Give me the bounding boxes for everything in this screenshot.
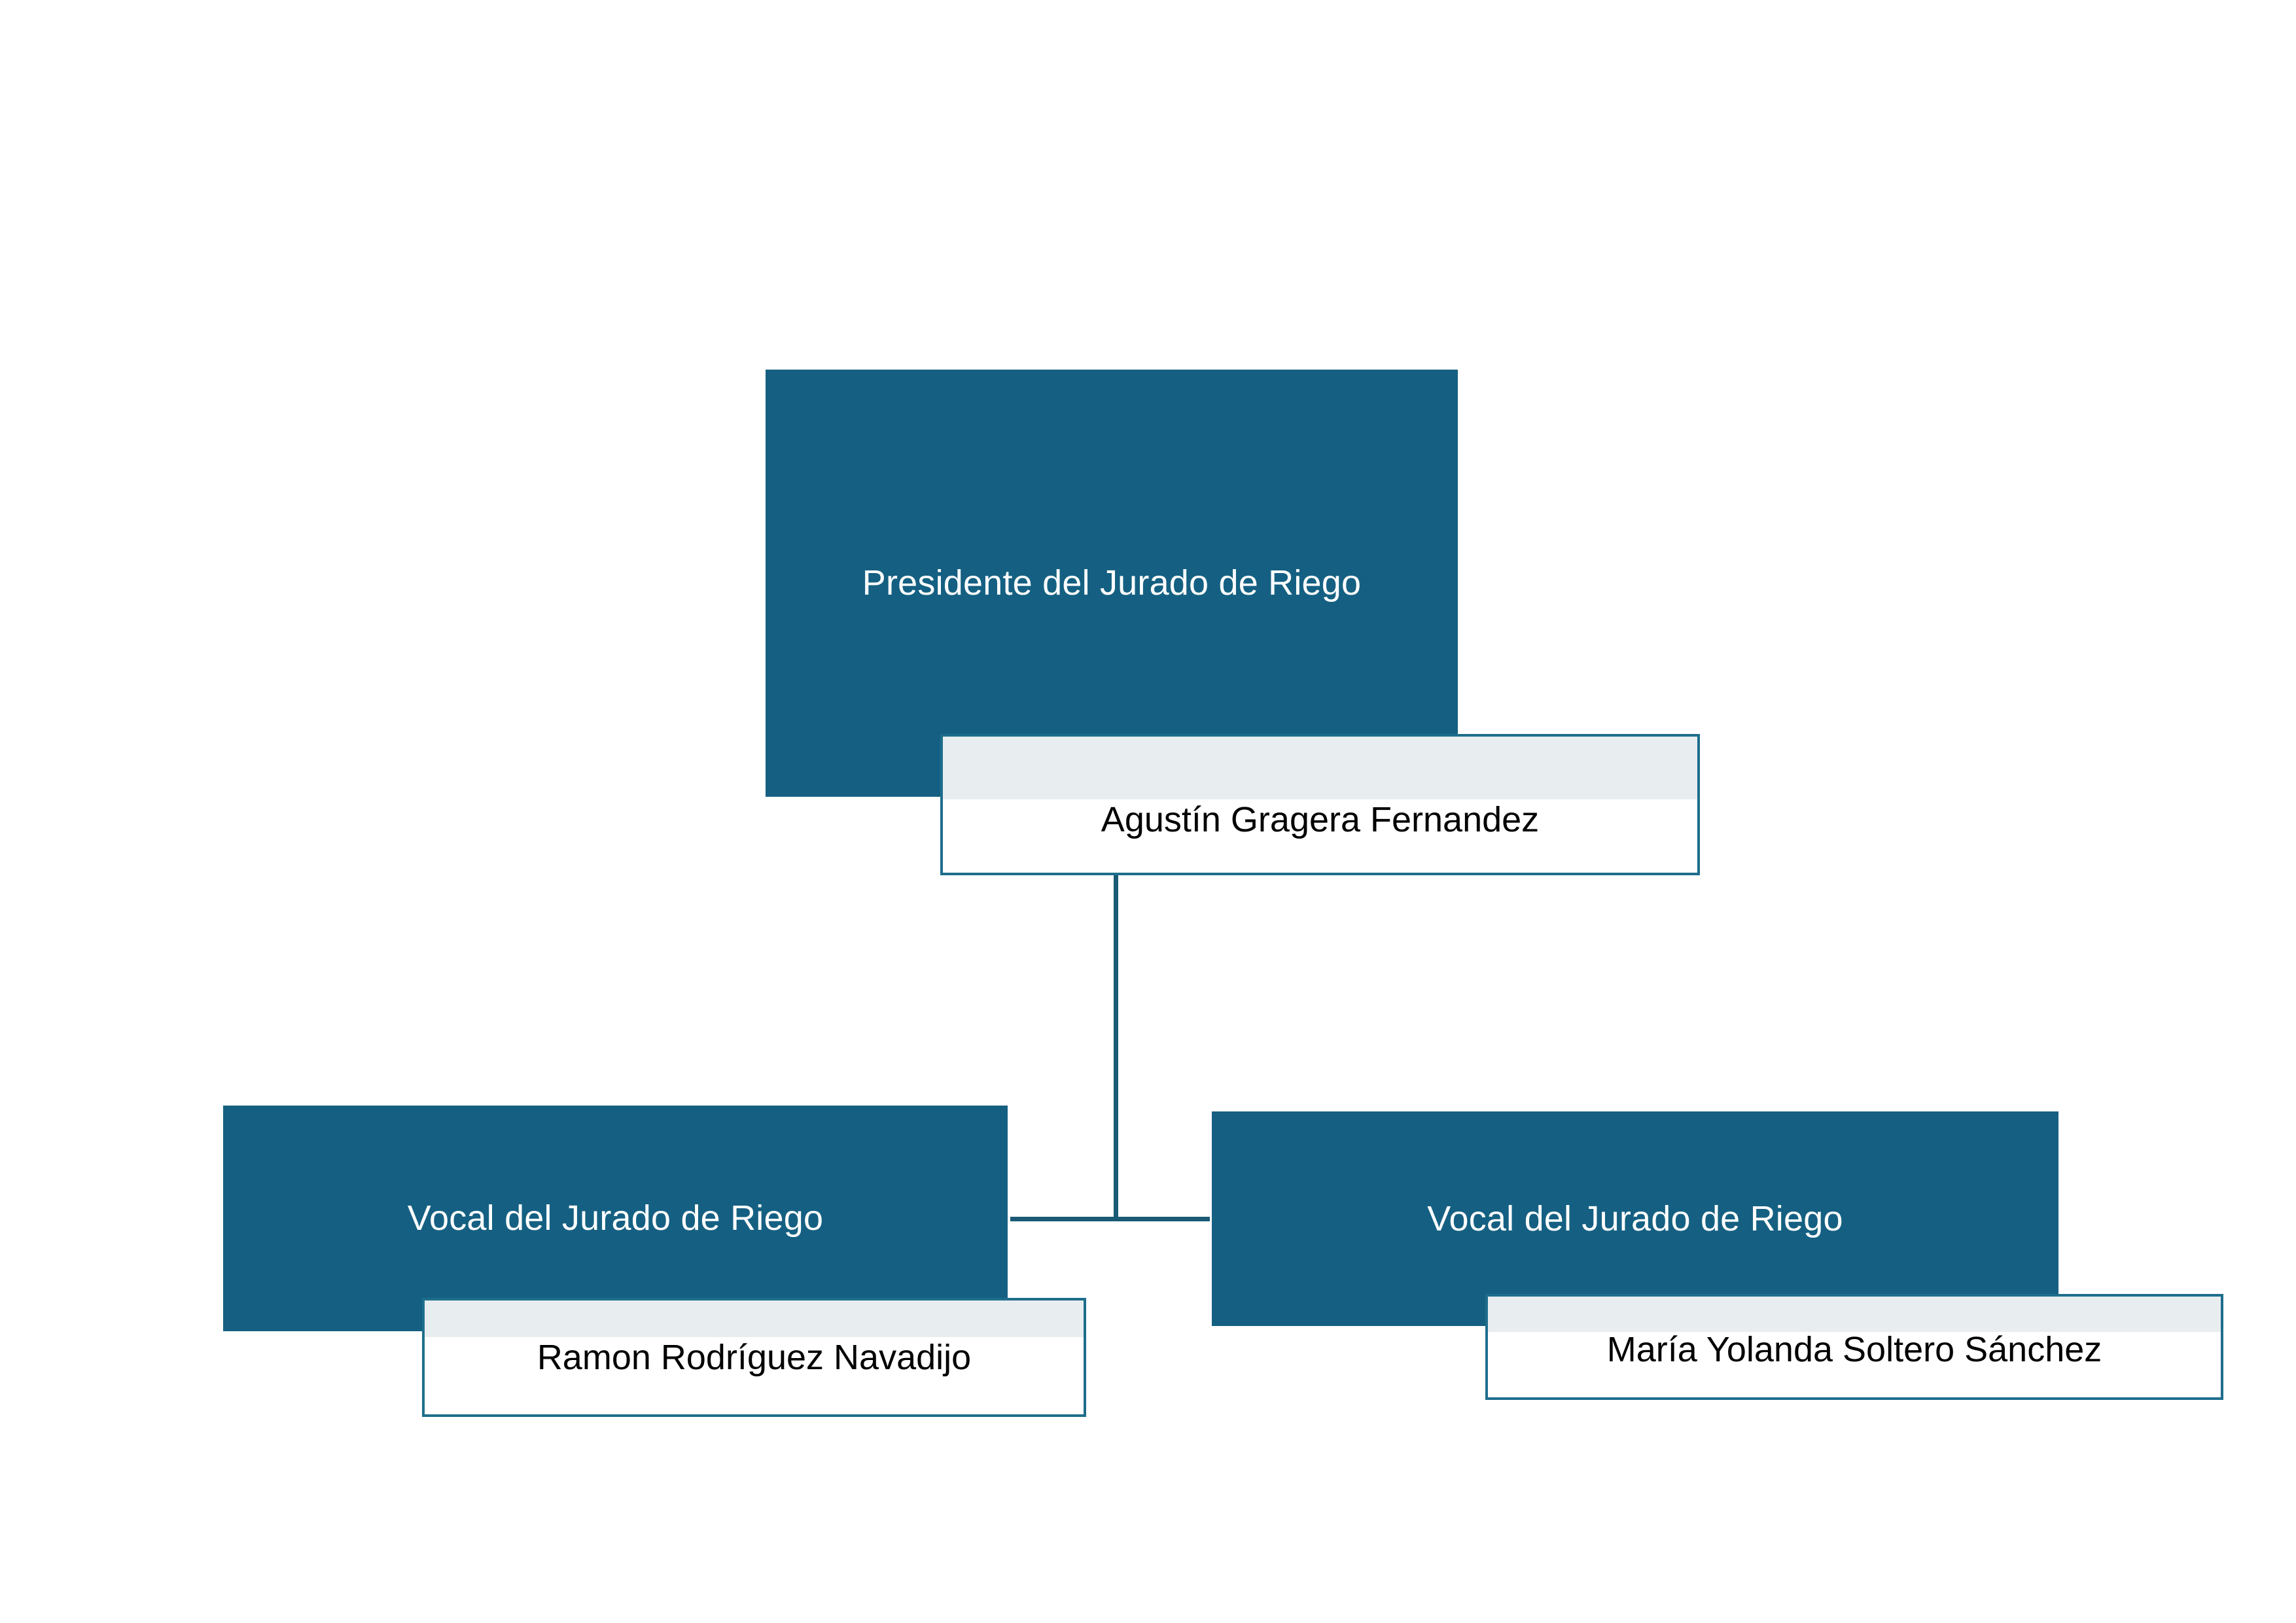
vocal-left-person-band — [425, 1300, 1084, 1337]
president-role-box[interactable]: Presidente del Jurado de Riego — [766, 370, 1458, 797]
president-person-band — [943, 737, 1697, 799]
vocal-right-person-box[interactable]: María Yolanda Soltero Sánchez — [1485, 1294, 2223, 1400]
connector-vertical-president-to-vocals — [1114, 875, 1118, 1221]
connector-horizontal-vocals — [1010, 1217, 1210, 1221]
president-role-label: Presidente del Jurado de Riego — [862, 563, 1362, 603]
vocal-right-role-label: Vocal del Jurado de Riego — [1427, 1198, 1843, 1238]
vocal-right-person-name: María Yolanda Soltero Sánchez — [1606, 1330, 2102, 1369]
vocal-left-person-box[interactable]: Ramon Rodríguez Navadijo — [422, 1298, 1086, 1417]
vocal-right-person-band — [1488, 1297, 2221, 1332]
vocal-left-person-name: Ramon Rodríguez Navadijo — [537, 1338, 972, 1377]
vocal-right-role-box[interactable]: Vocal del Jurado de Riego — [1212, 1111, 2058, 1326]
vocal-left-role-label: Vocal del Jurado de Riego — [407, 1198, 824, 1238]
president-person-name: Agustín Gragera Fernandez — [1101, 800, 1540, 839]
vocal-left-role-box[interactable]: Vocal del Jurado de Riego — [223, 1106, 1008, 1331]
president-person-box[interactable]: Agustín Gragera Fernandez — [940, 734, 1700, 875]
